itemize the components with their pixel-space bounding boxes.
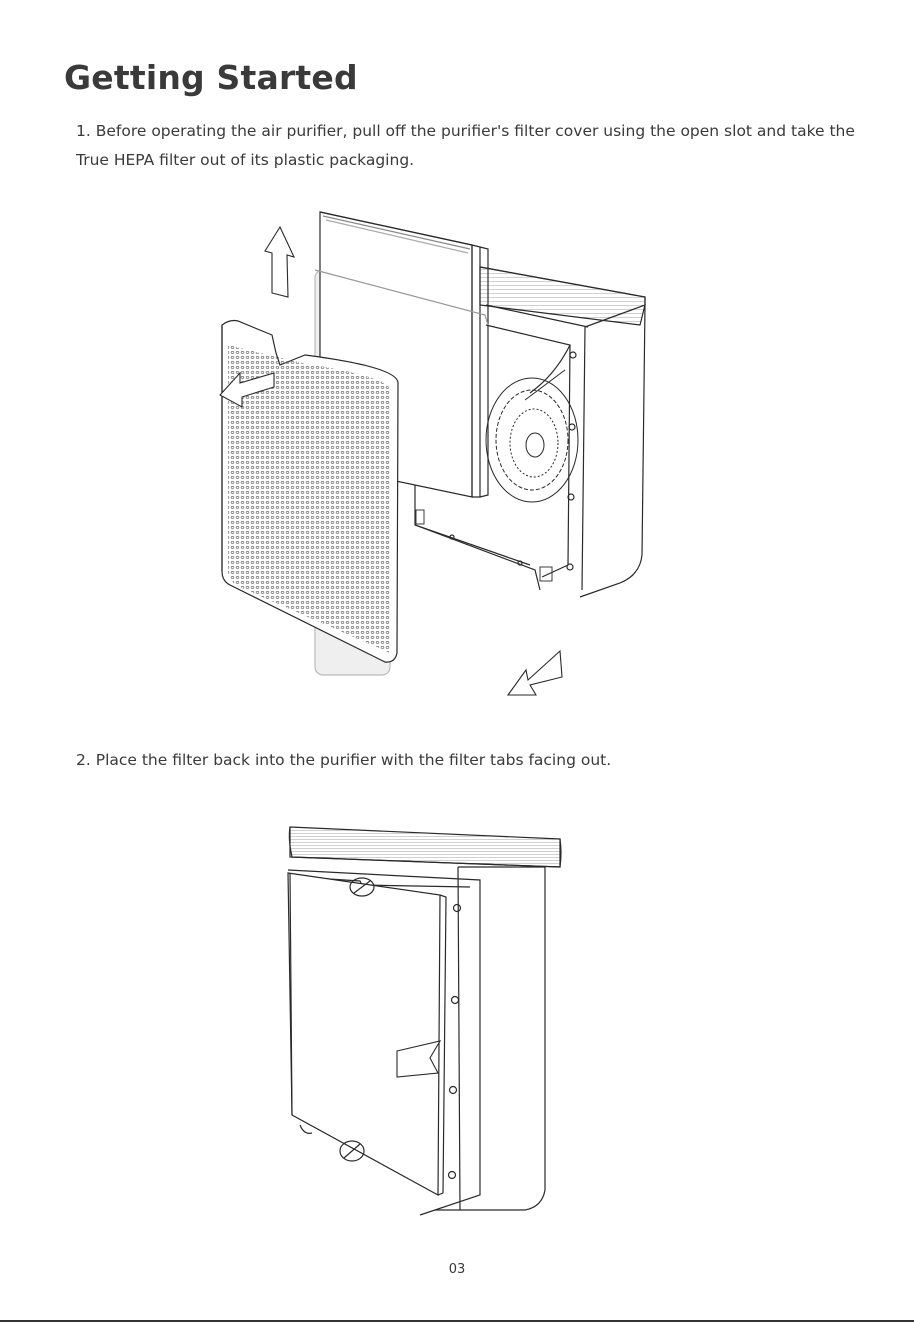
hepa-filter [288, 873, 446, 1195]
filter-cover [222, 321, 398, 663]
step-2-text: 2. Place the filter back into the purifi… [76, 746, 876, 775]
page-title: Getting Started [64, 58, 358, 97]
arrow-left-down-icon [508, 649, 562, 695]
step-1-text: 1. Before operating the air purifier, pu… [76, 117, 866, 175]
figure-remove-filter [190, 205, 670, 710]
fan-icon [486, 370, 578, 502]
arrow-up-icon [265, 227, 294, 297]
bottom-rule [0, 1320, 914, 1322]
page-number: 03 [0, 1262, 914, 1277]
figure-insert-filter [270, 815, 580, 1220]
